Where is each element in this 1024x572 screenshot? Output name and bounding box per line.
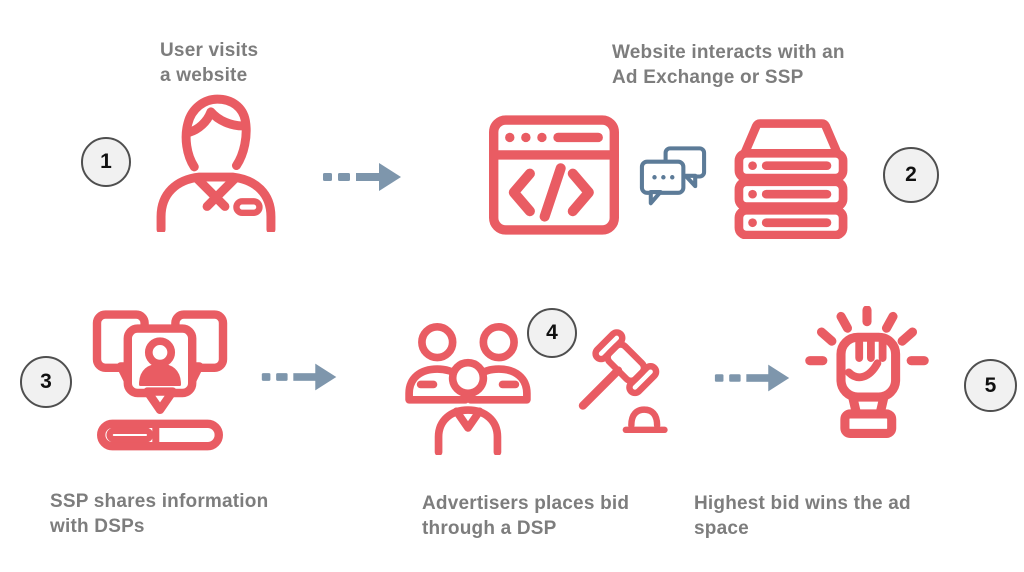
chat-bubbles-icon	[639, 146, 707, 206]
step2-number: 2	[905, 163, 917, 186]
step1-label: User visits a website	[160, 40, 259, 87]
advertisers-group-icon	[405, 323, 531, 455]
browser-code-icon	[489, 115, 619, 235]
step3-label: SSP shares information with DSPs	[50, 491, 269, 538]
server-stack-icon	[734, 119, 848, 239]
step4-label: Advertisers places bid through a DSP	[422, 493, 630, 540]
step4-number-badge: 4	[527, 308, 577, 358]
step1-number-badge: 1	[81, 137, 131, 187]
step5-number-badge: 5	[964, 359, 1017, 412]
auction-gavel-icon	[578, 329, 668, 434]
user-icon	[156, 94, 276, 232]
winning-fist-icon	[805, 306, 929, 439]
step1-number: 1	[100, 150, 112, 173]
step2-number-badge: 2	[883, 147, 939, 203]
ssp-broadcast-icon	[92, 310, 228, 451]
step2-label: Website interacts with an Ad Exchange or…	[612, 42, 845, 89]
dashed-arrow-icon	[323, 163, 401, 191]
step4-number: 4	[546, 321, 558, 344]
step5-number: 5	[984, 373, 997, 397]
dashed-arrow-icon	[714, 364, 790, 392]
step3-number: 3	[40, 370, 52, 393]
step5-label: Highest bid wins the ad space	[694, 493, 911, 540]
dashed-arrow-icon	[261, 363, 337, 391]
step3-number-badge: 3	[20, 356, 72, 408]
